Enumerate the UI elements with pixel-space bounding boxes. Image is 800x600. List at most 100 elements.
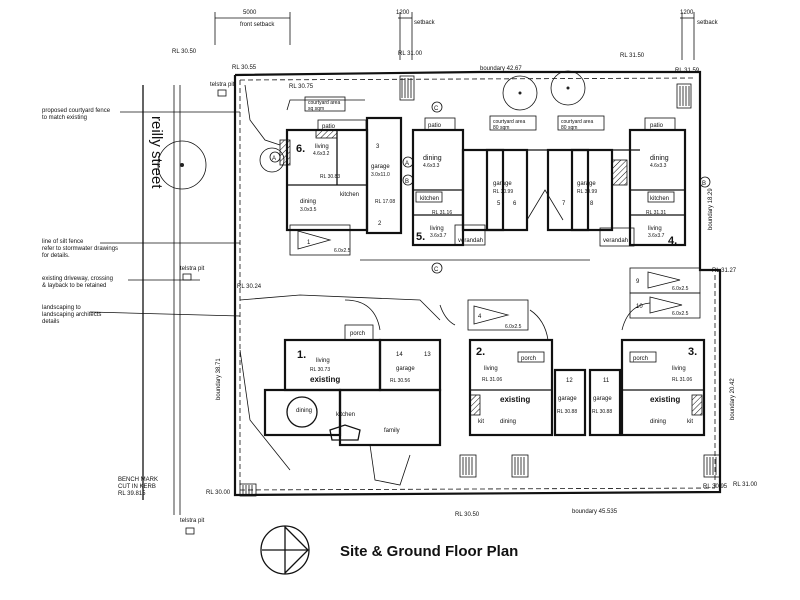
svg-text:existing: existing <box>500 395 530 404</box>
unit-4-number: 4. <box>668 235 677 247</box>
tree-1 <box>502 75 538 111</box>
svg-text:porch: porch <box>633 356 648 362</box>
svg-text:living: living <box>430 226 444 232</box>
svg-text:RL 31.27: RL 31.27 <box>712 268 737 274</box>
svg-text:RL 30.83: RL 30.83 <box>320 174 340 180</box>
section-markers: C A B C A B <box>269 101 711 274</box>
svg-text:garage: garage <box>493 181 512 187</box>
svg-text:RL 30.50: RL 30.50 <box>455 512 480 518</box>
svg-text:courtyard area: courtyard area <box>493 119 525 125</box>
svg-text:6.0x2.5: 6.0x2.5 <box>672 286 689 292</box>
svg-text:dining: dining <box>296 408 312 414</box>
svg-text:11: 11 <box>603 378 610 384</box>
svg-text:telstra pit: telstra pit <box>210 82 235 88</box>
svg-text:RL 30.88: RL 30.88 <box>557 409 577 415</box>
svg-text:3.6x3.7: 3.6x3.7 <box>648 233 665 239</box>
svg-text:3: 3 <box>376 144 380 150</box>
svg-text:to match existing: to match existing <box>42 115 87 121</box>
svg-text:6.0x2.5: 6.0x2.5 <box>505 324 522 330</box>
svg-text:RL 30.75: RL 30.75 <box>289 84 314 90</box>
svg-text:verandah: verandah <box>458 238 483 244</box>
svg-text:RL 30.50: RL 30.50 <box>172 49 197 55</box>
svg-text:kit: kit <box>478 419 484 425</box>
svg-text:RL 30.95: RL 30.95 <box>703 484 728 490</box>
reduced-levels: RL 30.50 RL 30.55 RL 30.75 RL 31.00 RL 3… <box>118 49 758 518</box>
svg-text:kitchen: kitchen <box>340 192 359 198</box>
svg-text:dining: dining <box>300 199 316 205</box>
svg-text:RL 31.00: RL 31.00 <box>398 51 423 57</box>
svg-text:3.0x11.0: 3.0x11.0 <box>371 172 390 178</box>
svg-text:3.6x3.7: 3.6x3.7 <box>430 233 447 239</box>
boundary-top: boundary 42.67 <box>480 66 522 72</box>
svg-text:4.6x3.3: 4.6x3.3 <box>423 163 440 169</box>
svg-text:RL 31.50: RL 31.50 <box>620 53 645 59</box>
svg-text:A: A <box>405 161 409 167</box>
svg-text:RL 31.06: RL 31.06 <box>672 377 692 383</box>
parking-bays: 1 6.0x2.5 4 6.0x2.5 9 6.0x2.5 10 6.0x2.5 <box>289 224 701 331</box>
unit-1: porch 1. living RL 30.73 existing dining… <box>239 294 442 486</box>
svg-text:kitchen: kitchen <box>650 196 669 202</box>
svg-text:& layback to be retained: & layback to be retained <box>42 283 106 289</box>
street-frontage: reilly street <box>142 85 207 515</box>
setback-dimensions: 5000 front setback 1200 setback 1200 set… <box>214 10 719 60</box>
front-setback-value: 5000 <box>243 10 257 16</box>
svg-text:living: living <box>484 366 498 372</box>
unit-6: patio 6. living 4.6x3.2 RL 30.83 dining … <box>244 84 403 235</box>
unit-3: porch 3. living RL 31.06 existing dining… <box>588 338 706 437</box>
svg-text:RL 30.73: RL 30.73 <box>310 367 330 373</box>
boundary-left: boundary 38.71 <box>216 358 222 400</box>
svg-text:RL 30.24: RL 30.24 <box>237 284 262 290</box>
street-name: reilly street <box>148 116 165 189</box>
svg-text:refer to stormwater drawings: refer to stormwater drawings <box>42 246 118 252</box>
svg-text:RL 30.99: RL 30.99 <box>493 189 513 195</box>
svg-text:2: 2 <box>378 221 382 227</box>
svg-text:porch: porch <box>350 331 365 337</box>
svg-text:line of silt fence: line of silt fence <box>42 239 84 245</box>
svg-text:for details.: for details. <box>42 253 70 259</box>
svg-text:13: 13 <box>424 352 431 358</box>
north-arrow <box>260 525 310 575</box>
svg-text:verandah: verandah <box>603 238 628 244</box>
unit-5: patio dining 4.6x3.3 kitchen RL 31.16 5.… <box>411 115 640 247</box>
svg-text:RL 31.31: RL 31.31 <box>646 210 666 216</box>
svg-text:4.6x3.2: 4.6x3.2 <box>313 151 330 157</box>
svg-text:details: details <box>42 319 59 325</box>
svg-text:6.0x2.5: 6.0x2.5 <box>672 311 689 317</box>
svg-text:RL 31.59: RL 31.59 <box>675 68 700 74</box>
svg-text:landscaping architects: landscaping architects <box>42 312 101 318</box>
svg-text:BENCH MARK: BENCH MARK <box>118 477 158 483</box>
svg-text:kit: kit <box>687 419 693 425</box>
svg-text:6.0x2.5: 6.0x2.5 <box>334 248 351 254</box>
unit-4: garage RL 30.99 7 8 patio dining 4.6x3.3… <box>526 115 687 247</box>
svg-text:RL 30.88: RL 30.88 <box>592 409 612 415</box>
svg-text:RL 31.00: RL 31.00 <box>733 482 758 488</box>
unit-3-number: 3. <box>688 346 697 358</box>
plan-title: Site & Ground Floor Plan <box>340 543 518 560</box>
svg-text:existing driveway, crossing: existing driveway, crossing <box>42 276 113 282</box>
svg-text:6: 6 <box>513 201 517 207</box>
svg-text:RL 30.56: RL 30.56 <box>390 378 410 384</box>
svg-text:80 sqm: 80 sqm <box>561 125 577 131</box>
svg-text:RL 30.00: RL 30.00 <box>206 490 231 496</box>
svg-text:porch: porch <box>521 356 536 362</box>
svg-text:12: 12 <box>566 378 573 384</box>
svg-text:existing: existing <box>310 375 340 384</box>
boundary-right-upper: boundary 18.29 <box>708 188 714 230</box>
svg-text:living: living <box>316 358 330 364</box>
setback-right-label: setback <box>697 20 719 26</box>
svg-text:RL 30.55: RL 30.55 <box>232 65 257 71</box>
annotation-notes: proposed courtyard fence to match existi… <box>42 82 241 535</box>
svg-text:5: 5 <box>497 201 501 207</box>
svg-text:10: 10 <box>636 304 643 310</box>
setback-mid-label: setback <box>414 20 436 26</box>
svg-text:telstra pit: telstra pit <box>180 518 205 524</box>
svg-text:RL 30.99: RL 30.99 <box>577 189 597 195</box>
svg-text:patio: patio <box>650 123 664 129</box>
svg-text:CUT IN KERB: CUT IN KERB <box>118 484 156 490</box>
svg-text:RL 39.815: RL 39.815 <box>118 491 146 497</box>
boundary-bottom: boundary 45.535 <box>572 509 618 515</box>
svg-text:RL 31.06: RL 31.06 <box>482 377 502 383</box>
unit-5-number: 5. <box>416 231 425 243</box>
svg-text:RL 31.16: RL 31.16 <box>432 210 452 216</box>
